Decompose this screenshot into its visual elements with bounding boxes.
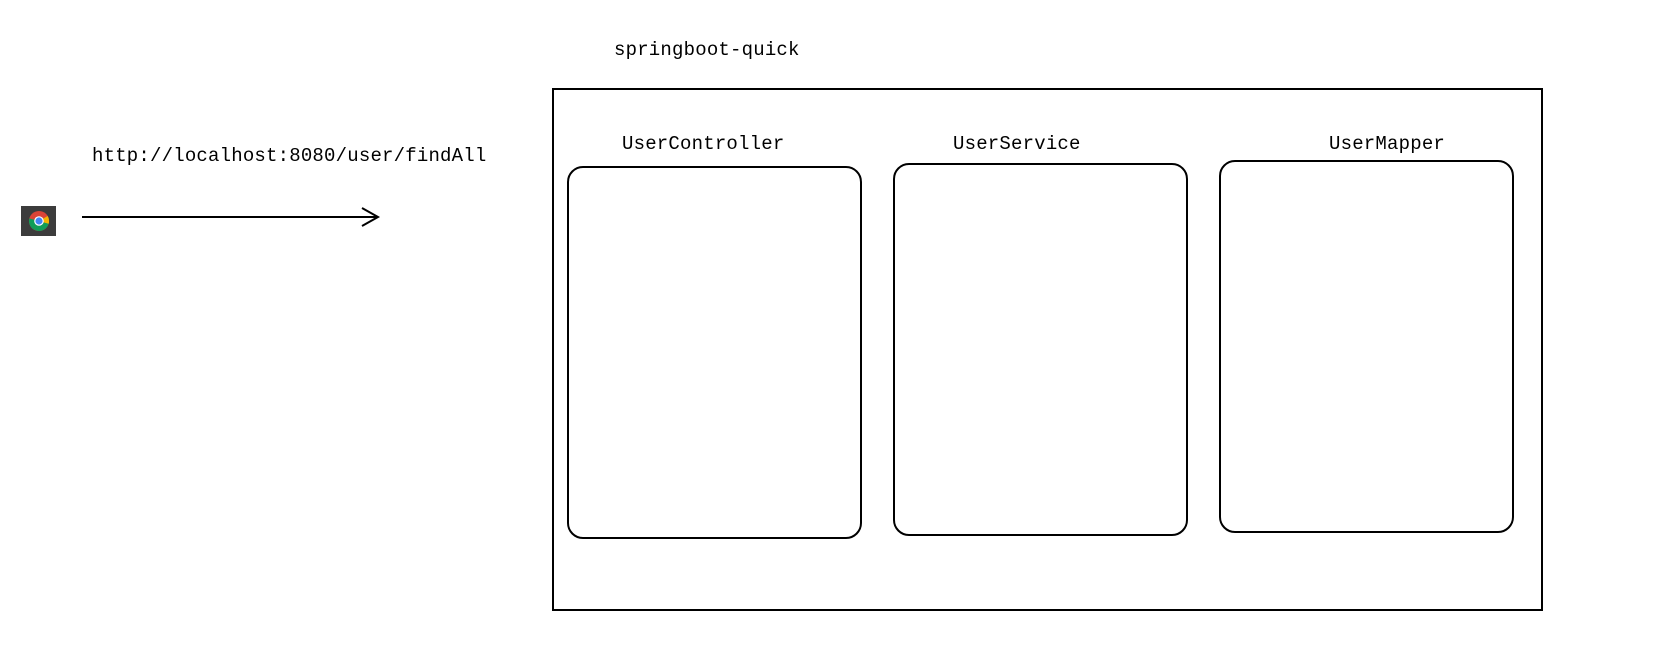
request-arrow [82,207,381,227]
layer-label-controller: UserController [622,133,785,155]
request-url-label: http://localhost:8080/user/findAll [92,145,487,167]
app-container [552,88,1543,611]
chrome-browser-icon [21,206,56,236]
layer-box-controller [567,166,862,539]
layer-box-service [893,163,1188,536]
layer-label-mapper: UserMapper [1329,133,1446,155]
layer-label-service: UserService [953,133,1081,155]
chrome-logo-icon [28,211,49,232]
app-title: springboot-quick [614,39,800,61]
layer-box-mapper [1219,160,1514,533]
